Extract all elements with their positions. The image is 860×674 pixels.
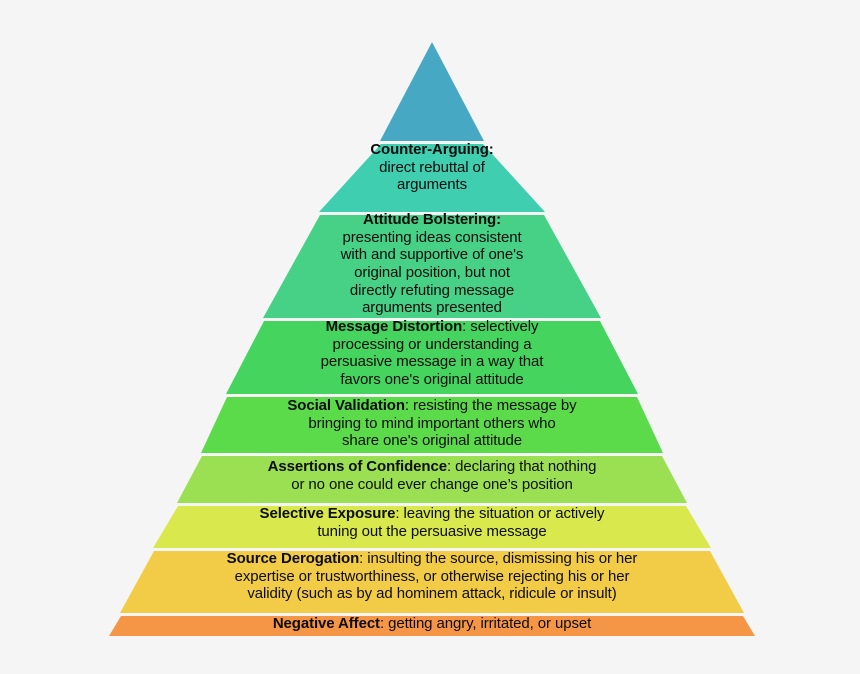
pyramid-band-counter-arguing — [319, 144, 545, 212]
term-message-distortion: Message Distortion — [325, 318, 463, 335]
desc-attitude-bolstering-line5: directly refuting message — [349, 281, 515, 299]
desc-attitude-bolstering-line6: arguments presented — [362, 299, 502, 317]
desc-source-derogation-line2: expertise or trustworthiness, or otherwi… — [234, 567, 630, 585]
pyramid-label-selective-exposure: Selective Exposure: leaving the situatio… — [172, 505, 692, 540]
desc-message-distortion-line4: favors one's original attitude — [340, 371, 524, 389]
desc-selective-exposure-line2: tuning out the persuasive message — [317, 522, 547, 540]
pyramid-label-source-derogation: Source Derogation: insulting the source,… — [148, 550, 716, 603]
pyramid-band-assertions-of-confidence — [177, 456, 687, 503]
term-attitude-bolstering: Attitude Bolstering: — [363, 211, 501, 228]
term-social-validation: Social Validation — [287, 397, 405, 414]
desc-selective-exposure-line1: : leaving the situation or actively — [395, 505, 605, 522]
pyramid-band-selective-exposure — [153, 506, 711, 548]
desc-assertions-of-confidence-line1: : declaring that nothing — [446, 458, 597, 475]
term-source-derogation: Source Derogation — [226, 550, 360, 567]
desc-source-derogation-line1: : insulting the source, dismissing his o… — [359, 550, 638, 567]
desc-social-validation-line3: share one's original attitude — [341, 432, 523, 450]
desc-message-distortion-line2: processing or understanding a — [332, 335, 532, 353]
pyramid-band-attitude-bolstering — [263, 215, 601, 318]
desc-attitude-bolstering-line2: presenting ideas consistent — [342, 228, 522, 246]
pyramid-label-counter-arguing: Counter-Arguing: direct rebuttal of argu… — [332, 141, 532, 194]
term-selective-exposure: Selective Exposure — [259, 505, 396, 522]
desc-attitude-bolstering-line4: original position, but not — [354, 264, 510, 282]
desc-negative-affect-line1: : getting angry, irritated, or upset — [379, 615, 592, 632]
term-assertions-of-confidence: Assertions of Confidence — [267, 458, 447, 475]
desc-counter-arguing-line2: direct rebuttal of — [379, 158, 485, 176]
desc-source-derogation-line3: validity (such as by ad hominem attack, … — [247, 585, 617, 603]
pyramid-band-apex — [380, 42, 484, 141]
desc-social-validation-line2: bringing to mind important others who — [308, 414, 556, 432]
term-counter-arguing: Counter-Arguing: — [370, 141, 494, 158]
pyramid-label-message-distortion: Message Distortion: selectively processi… — [262, 318, 602, 389]
desc-social-validation-line1: : resisting the message by — [404, 397, 577, 414]
pyramid-band-message-distortion — [226, 321, 638, 394]
pyramid-band-source-derogation — [120, 551, 744, 613]
pyramid-label-attitude-bolstering: Attitude Bolstering: presenting ideas co… — [300, 211, 564, 317]
desc-attitude-bolstering-line3: with and supportive of one's — [340, 246, 524, 264]
desc-message-distortion-line1: : selectively — [462, 318, 539, 335]
term-negative-affect: Negative Affect — [272, 615, 380, 632]
desc-counter-arguing-line3: arguments — [397, 176, 467, 194]
pyramid-band-social-validation — [201, 397, 663, 453]
pyramid-label-negative-affect: Negative Affect: getting angry, irritate… — [132, 615, 732, 633]
pyramid-label-social-validation: Social Validation: resisting the message… — [222, 397, 642, 450]
pyramid-label-assertions-of-confidence: Assertions of Confidence: declaring that… — [194, 458, 670, 493]
pyramid-band-negative-affect — [109, 616, 755, 636]
desc-message-distortion-line3: persuasive message in a way that — [320, 353, 544, 371]
desc-assertions-of-confidence-line2: or no one could ever change one’s positi… — [291, 475, 573, 493]
